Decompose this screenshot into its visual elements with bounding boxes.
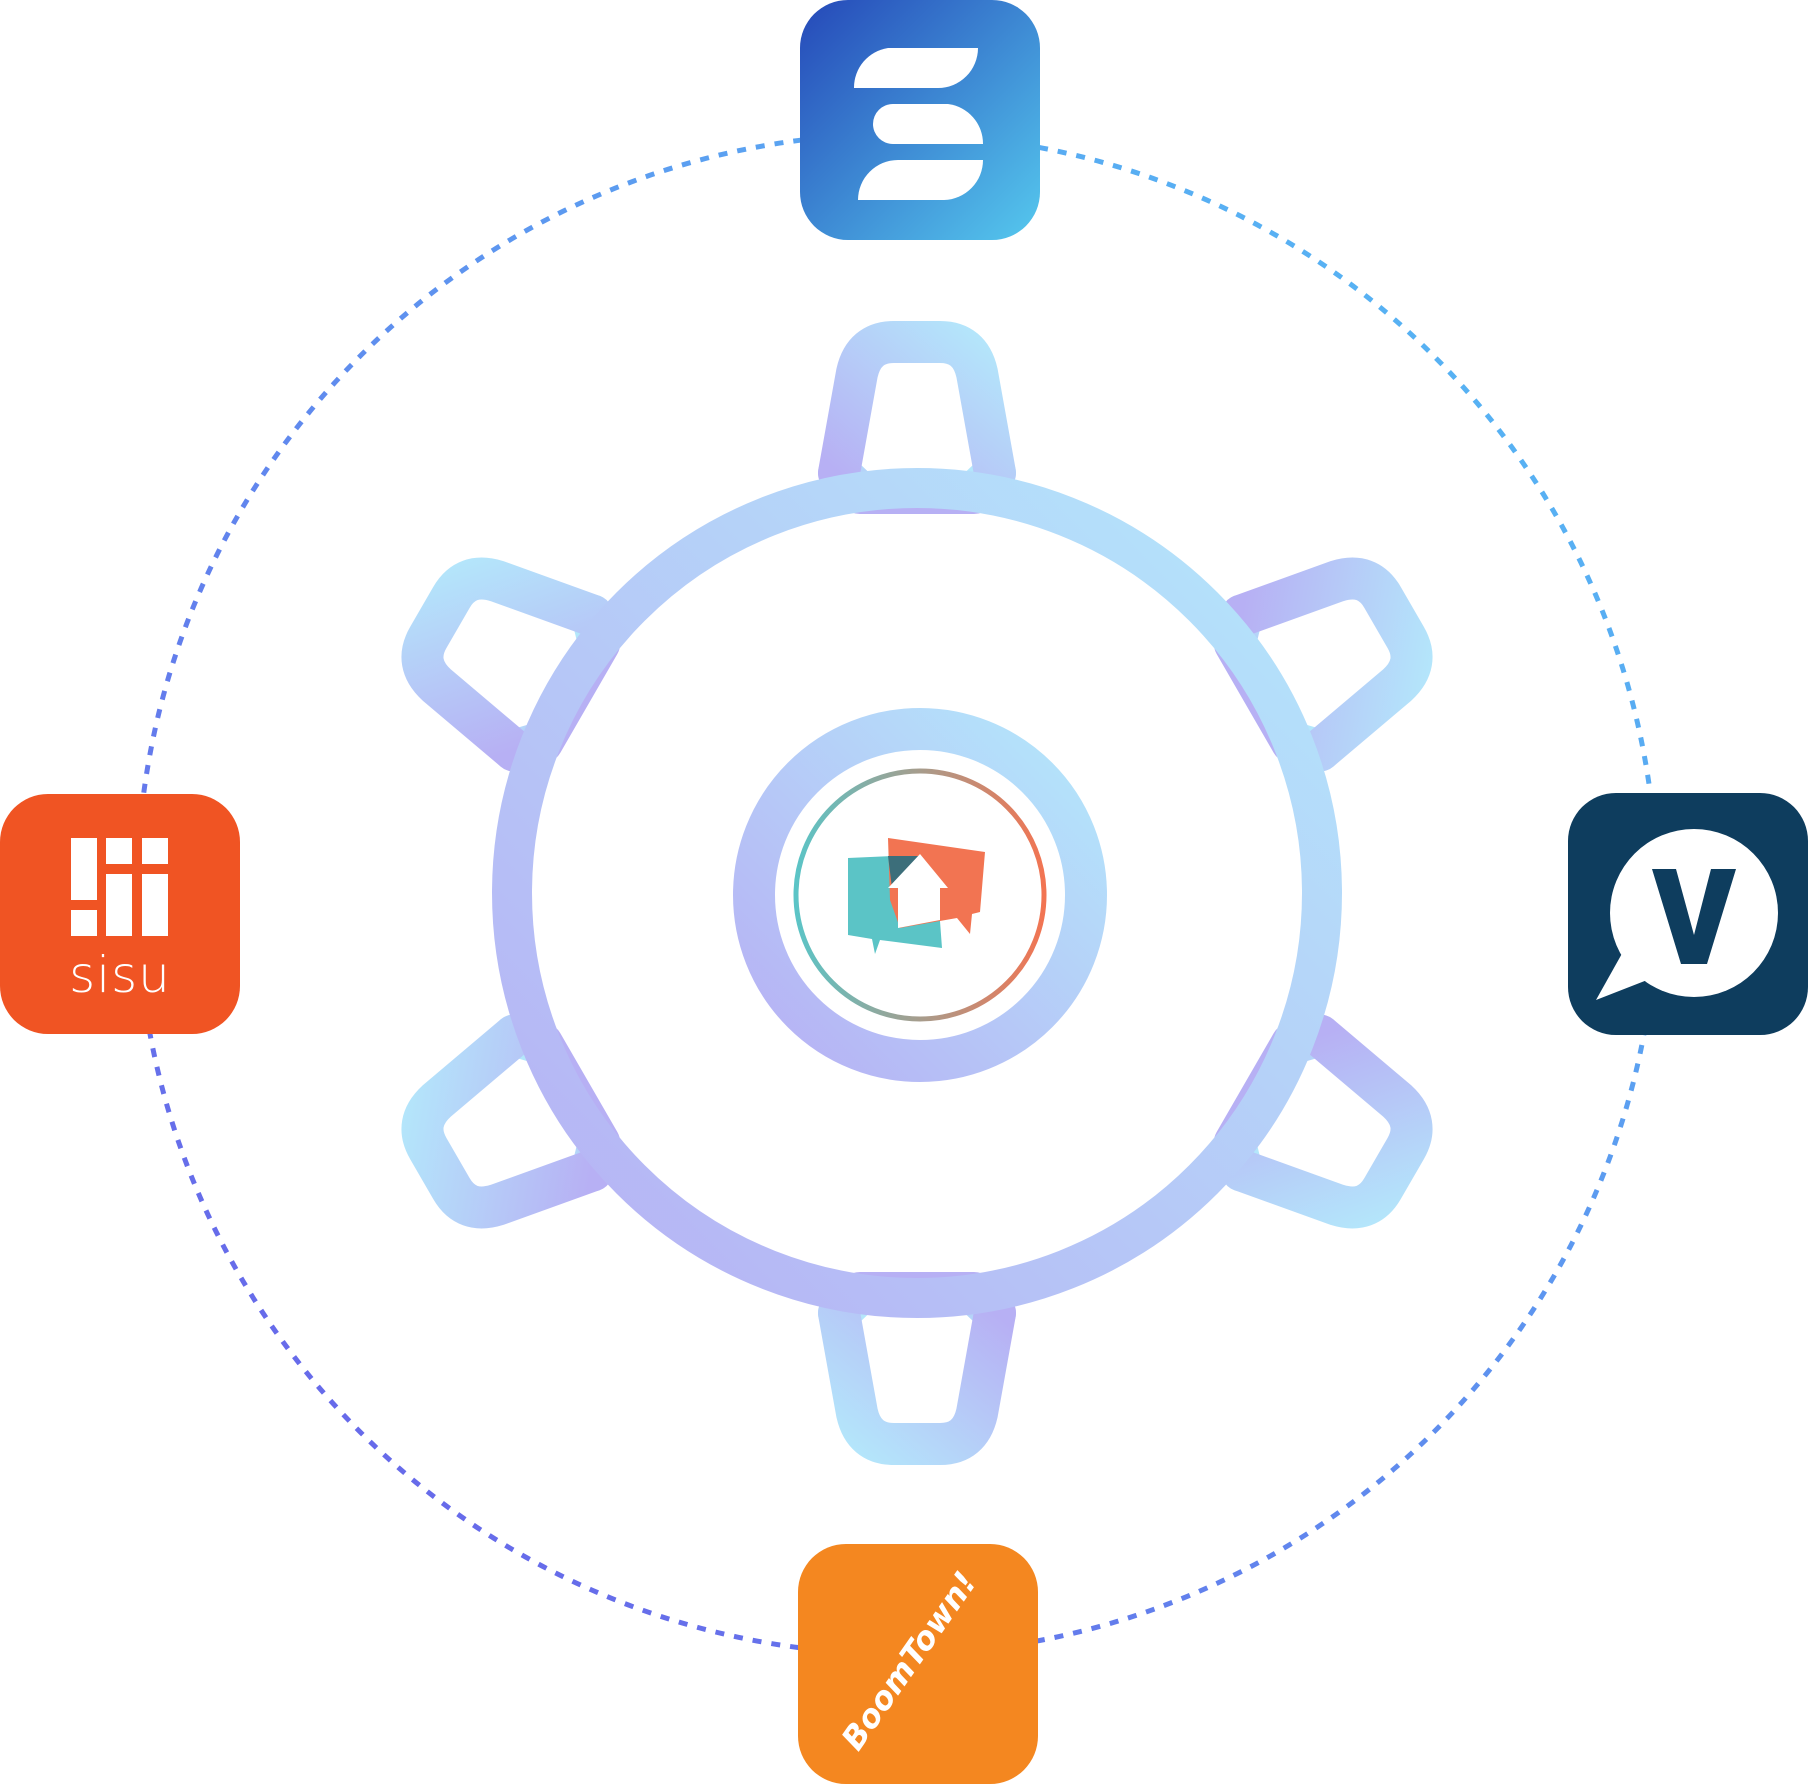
partner-tile-left[interactable]: sisu — [0, 794, 240, 1034]
partner-tile-bottom[interactable]: BoomTown! — [798, 1544, 1038, 1784]
sisu-wordmark: sisu — [69, 946, 171, 1004]
gear-icon — [401, 321, 1433, 1444]
stacked-s-icon — [853, 48, 984, 200]
gear-inner-ring — [733, 708, 1107, 1082]
v-speech-bubble-icon — [1596, 829, 1778, 1000]
center-logo — [793, 768, 1047, 1022]
chat-bubbles-house-icon — [848, 838, 985, 954]
sisu-grid-icon — [71, 838, 168, 936]
partner-tile-top[interactable] — [800, 0, 1040, 240]
partner-tile-right[interactable]: V — [1568, 793, 1808, 1035]
